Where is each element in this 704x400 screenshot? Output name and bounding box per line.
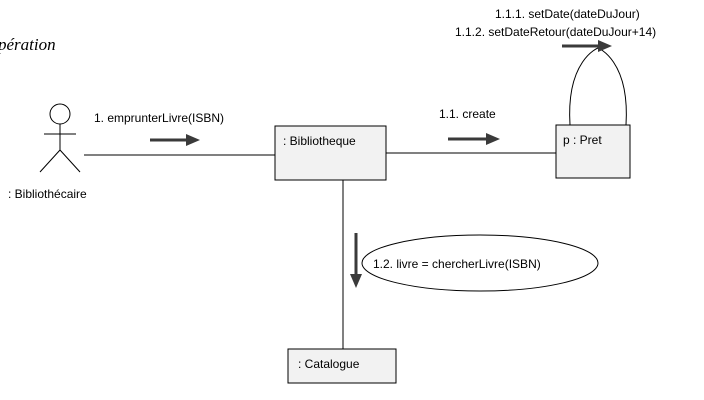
message-emprunter-label: 1. emprunterLivre(ISBN): [94, 111, 224, 125]
message-setdate-label: 1.1.1. setDate(dateDuJour): [495, 7, 640, 21]
object-pret-label: p : Pret: [563, 133, 602, 147]
message-chercher-label: 1.2. livre = chercherLivre(ISBN): [373, 257, 541, 271]
message-create-label: 1.1. create: [439, 107, 496, 121]
object-catalogue-label: : Catalogue: [298, 357, 360, 371]
actor-label: : Bibliothécaire: [8, 187, 87, 201]
message-setdateretour-label: 1.1.2. setDateRetour(dateDuJour+14): [455, 25, 656, 39]
message-create-arrow: [448, 133, 500, 145]
object-pret: [555, 124, 631, 179]
object-bibliotheque-label: : Bibliotheque: [283, 134, 356, 148]
message-emprunter-arrow: [150, 134, 200, 146]
actor-left-leg: [39, 149, 61, 173]
actor-head: [49, 103, 71, 125]
object-catalogue: [287, 348, 397, 384]
self-link-pret: [569, 47, 627, 126]
diagram-title: pération: [0, 35, 56, 54]
message-setdate-arrow: [562, 40, 612, 52]
object-bibliotheque: [274, 125, 387, 181]
actor-figure: [39, 103, 81, 173]
actor-right-leg: [59, 149, 81, 173]
message-chercher-arrow: [350, 233, 362, 288]
message-chercher-ellipse: [361, 234, 599, 292]
